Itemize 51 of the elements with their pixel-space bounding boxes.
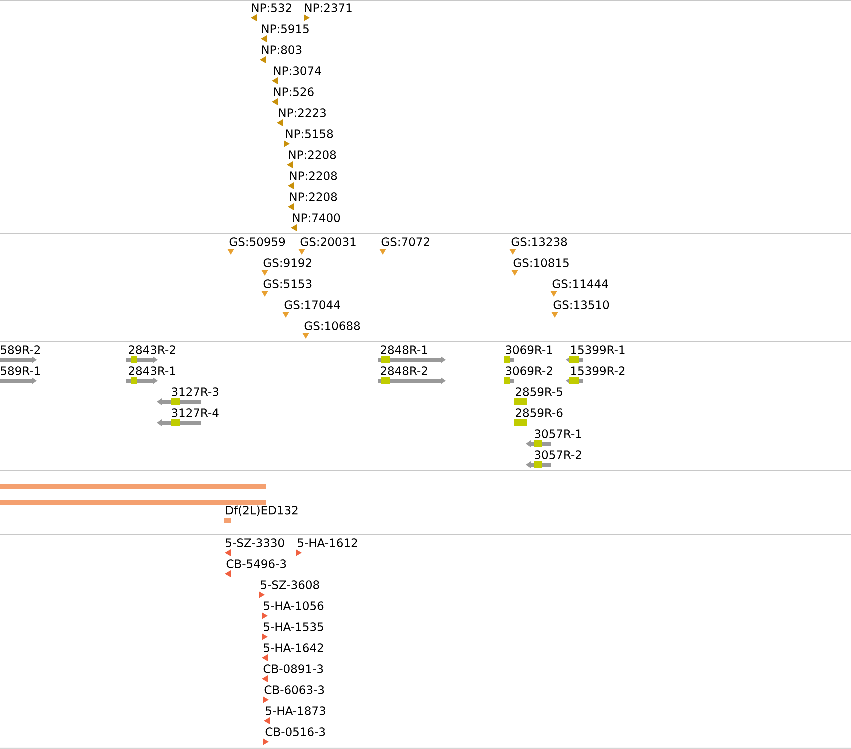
feature-label: NP:2208 (289, 150, 336, 160)
feature-label: 2848R-1 (381, 346, 428, 354)
feature-label: 5-HA-1873 (266, 706, 326, 716)
feature-label: CB-5496-3 (226, 560, 286, 568)
feature-label: GS:9192 (264, 258, 312, 268)
feature-label: 5-HA-1535 (264, 622, 324, 632)
feature-label: 5-HA-1642 (264, 644, 324, 652)
feature-label: GS:20031 (300, 238, 356, 246)
feature-label: GS:5153 (264, 280, 312, 288)
feature-label: 15399R-2 (571, 366, 625, 376)
feature-label: 589R-1 (1, 366, 40, 376)
feature-label: 3069R-2 (506, 366, 552, 376)
feature-label: GS:13238 (512, 238, 568, 246)
feature-label: 15399R-1 (571, 346, 625, 354)
feature-label: 2859R-6 (516, 408, 563, 418)
feature-label: NP:5915 (262, 24, 309, 34)
feature-label: 5-HA-1056 (264, 602, 324, 610)
feature-label: 3127R-4 (172, 408, 219, 418)
feature-label: 2859R-5 (516, 388, 562, 396)
feature-label: NP:7400 (293, 214, 340, 222)
feature-label: GS:50959 (230, 238, 286, 246)
feature-label: GS:13510 (554, 300, 610, 310)
feature-label: NP:2223 (279, 108, 326, 118)
feature-label: 2848R-2 (381, 366, 428, 376)
feature-label: GS:10688 (304, 322, 360, 330)
feature-label: CB-0891-3 (264, 664, 324, 674)
feature-label: 589R-2 (1, 346, 40, 354)
feature-label: GS:10815 (514, 258, 569, 268)
feature-label: NP:803 (262, 46, 302, 54)
feature-label: GS:17044 (284, 300, 340, 310)
feature-label: NP:5158 (286, 130, 334, 138)
feature-label: 5-SZ-3330 (226, 538, 284, 548)
feature-label: Df(2L)ED132 (226, 506, 298, 516)
feature-label: 3057R-2 (535, 450, 582, 460)
feature-label: NP:3074 (274, 66, 322, 76)
feature-label: NP:2208 (290, 192, 338, 202)
feature-label: 3069R-1 (506, 346, 552, 354)
feature-label: 5-SZ-3608 (261, 580, 320, 590)
feature-label: 5-HA-1612 (298, 538, 358, 548)
feature-label: 3127R-3 (172, 388, 219, 396)
feature-label: NP:532 (252, 4, 292, 12)
feature-label: GS:7072 (382, 238, 430, 246)
feature-label: 2843R-1 (129, 366, 176, 376)
feature-label: NP:2208 (290, 172, 338, 180)
feature-label: CB-0516-3 (266, 728, 326, 736)
feature-label: 2843R-2 (129, 346, 176, 354)
feature-label: NP:2371 (305, 4, 352, 12)
feature-label: CB-6063-3 (264, 686, 324, 694)
feature-label: NP:526 (274, 88, 314, 96)
feature-label: 3057R-1 (535, 430, 582, 438)
feature-label: GS:11444 (552, 280, 608, 288)
